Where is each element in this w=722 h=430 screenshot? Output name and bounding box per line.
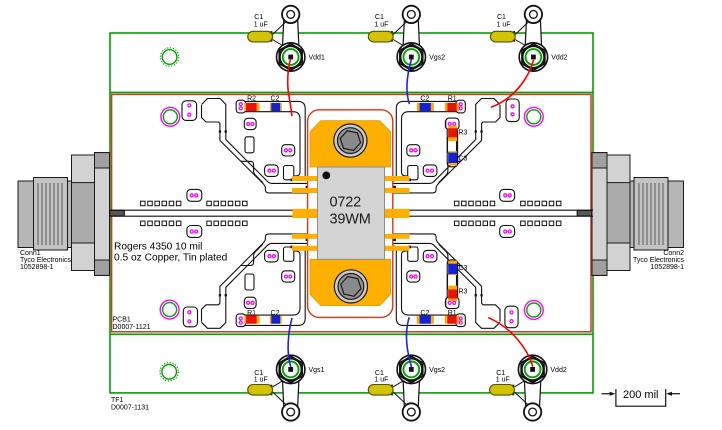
svg-text:D0007-1131: D0007-1131 xyxy=(111,404,149,411)
svg-text:C1: C1 xyxy=(497,14,506,21)
svg-text:Tyco Electronics: Tyco Electronics xyxy=(633,257,684,264)
svg-text:1 uF: 1 uF xyxy=(497,21,511,28)
svg-text:1 uF: 1 uF xyxy=(254,377,268,384)
svg-text:Rogers 4350 10 mil: Rogers 4350 10 mil xyxy=(114,242,202,253)
svg-text:C2: C2 xyxy=(271,96,280,103)
svg-text:Vdd2: Vdd2 xyxy=(550,367,566,374)
svg-text:Vgs2: Vgs2 xyxy=(429,367,445,374)
svg-text:C2: C2 xyxy=(420,310,429,317)
svg-text:Vgs2: Vgs2 xyxy=(429,55,445,62)
svg-text:39WM: 39WM xyxy=(330,211,371,227)
svg-text:R1: R1 xyxy=(448,310,457,317)
svg-text:C1: C1 xyxy=(375,370,384,377)
svg-text:Conn2: Conn2 xyxy=(663,250,684,257)
svg-text:TF1: TF1 xyxy=(111,397,124,404)
svg-text:C1: C1 xyxy=(496,370,505,377)
svg-text:Tyco Electronics: Tyco Electronics xyxy=(20,257,71,264)
svg-text:C2: C2 xyxy=(420,96,429,103)
svg-text:R3: R3 xyxy=(459,130,468,137)
svg-text:R1: R1 xyxy=(448,96,457,103)
svg-text:R1: R1 xyxy=(247,310,256,317)
svg-text:C2: C2 xyxy=(271,310,280,317)
svg-text:C1: C1 xyxy=(375,14,384,21)
svg-text:0722: 0722 xyxy=(330,194,362,210)
svg-text:C3: C3 xyxy=(459,265,468,272)
svg-text:C1: C1 xyxy=(254,14,263,21)
svg-text:R2: R2 xyxy=(247,96,256,103)
svg-text:1052898-1: 1052898-1 xyxy=(651,264,685,271)
svg-text:1 uF: 1 uF xyxy=(374,21,388,28)
svg-text:1052898-1: 1052898-1 xyxy=(20,264,54,271)
svg-text:C3: C3 xyxy=(459,156,468,163)
svg-text:Conn1: Conn1 xyxy=(20,250,41,257)
svg-text:D0007-1121: D0007-1121 xyxy=(113,324,151,331)
svg-text:PCB1: PCB1 xyxy=(113,316,131,323)
svg-text:Vdd1: Vdd1 xyxy=(309,55,325,62)
svg-text:1 uF: 1 uF xyxy=(254,21,268,28)
svg-text:Vdd2: Vdd2 xyxy=(551,55,567,62)
svg-text:Vgs1: Vgs1 xyxy=(309,367,325,374)
svg-text:200 mil: 200 mil xyxy=(623,389,658,401)
svg-text:1 uF: 1 uF xyxy=(496,377,510,384)
svg-text:0.5 oz Copper, Tin plated: 0.5 oz Copper, Tin plated xyxy=(114,252,228,263)
svg-text:1 uF: 1 uF xyxy=(374,377,388,384)
svg-text:R3: R3 xyxy=(459,289,468,296)
svg-text:C1: C1 xyxy=(254,370,263,377)
